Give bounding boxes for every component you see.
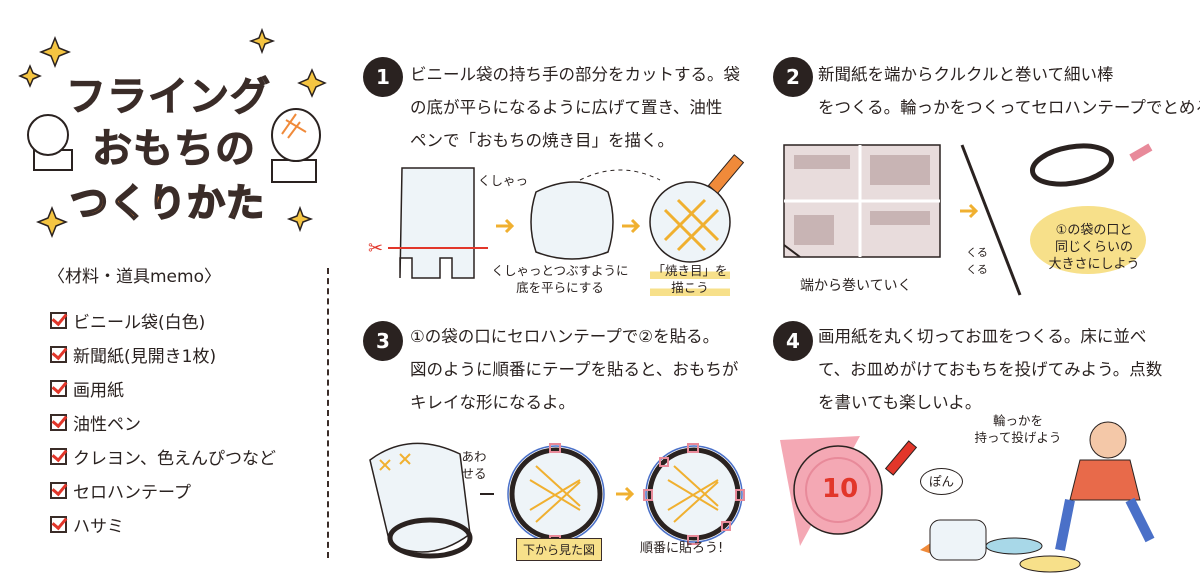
caption-roll: 端から巻いていく [800,278,912,294]
material-label: 画用紙 [73,381,124,401]
caption-line: くしゃっとつぶすように [491,263,629,278]
material-label: セロハンテープ [73,483,191,503]
step-1-text: ビニール袋の持ち手の部分をカットする。袋 の底が平らになるように広げて置き、油性… [410,58,790,157]
caption-bottom-view: 下から見た図 [516,538,603,561]
material-item: ハサミ [50,512,124,537]
caption-throw: 輪っかを 持って投げよう [973,412,1063,446]
material-item: ビニール袋(白色) [50,308,205,333]
material-item: クレヨン、色えんぴつなど [50,444,276,469]
scissors-icon: ✂ [368,238,383,259]
text-line: キレイな形になるよ。 [410,393,575,412]
checkbox-icon [50,346,67,363]
step-number-4: 4 [776,324,810,358]
checkbox-icon [50,312,67,329]
step-number-2: 2 [776,60,810,94]
material-label: クレヨン、色えんぴつなど [73,449,276,469]
text-line: を書いても楽しいよ。 [818,393,982,412]
checkbox-icon [50,482,67,499]
material-label: 油性ペン [73,415,141,435]
text-line: ①の袋の口にセロハンテープで②を貼る。 [410,327,720,346]
plate-score: 10 [822,474,859,504]
caption-line: 持って投げよう [974,430,1062,445]
caption-line: 大きさにしよう [1048,257,1140,272]
text-line: て、お皿めがけておもちを投げてみよう。点数 [818,360,1163,379]
caption-line: 「焼き目」を [650,262,730,279]
caption-line: ①の袋の口と [1055,223,1133,238]
title-line3: つくりかた [69,180,266,226]
material-item: 新聞紙(見開き1枚) [50,342,216,367]
memo-heading: 〈材料・道具memo〉 [48,267,221,287]
step-4-illustration [780,421,1155,573]
text-line: ビニール袋の持ち手の部分をカットする。袋 [410,65,740,84]
checkbox-icon [50,448,67,465]
step-3-text: ①の袋の口にセロハンテープで②を貼る。 図のように順番にテープを貼ると、おもちが… [410,320,790,419]
step-number-3: 3 [366,324,400,358]
caption-line: 底を平らにする [516,280,604,295]
text-line: の底が平らになるように広げて置き、油性 [410,98,723,117]
caption-line: 描こう [650,279,730,296]
material-item: 画用紙 [50,376,124,401]
material-label: 新聞紙(見開き1枚) [73,347,217,367]
caption-crumple: くしゃっ [478,173,529,188]
caption-kurukuru: くるくる [966,246,988,276]
step-number-1: 1 [366,60,400,94]
divider [327,268,329,558]
step-4-text: 画用紙を丸く切ってお皿をつくる。床に並べ て、お皿めがけておもちを投げてみよう。… [818,320,1198,419]
caption-line: 輪っかを [992,413,1043,428]
caption-order: 順番に貼ろう! [640,541,724,556]
sparkle-decoration-icon [18,27,327,239]
caption-draw: 「焼き目」を 描こう [650,262,730,296]
material-item: 油性ペン [50,410,141,435]
title-line1: フライング [66,74,271,121]
step-2-text: 新聞紙を端からクルクルと巻いて細い棒 をつくる。輪っかをつくってセロハンテープで… [818,58,1200,124]
caption-join: あわせる [461,449,487,481]
material-item: セロハンテープ [50,478,191,503]
caption-line: 同じくらいの [1054,240,1133,255]
step-2-illustration [783,143,1153,296]
checkbox-icon [50,414,67,431]
caption-pon: ぽん [920,468,964,495]
text-line: 新聞紙を端からクルクルと巻いて細い棒 [818,65,1114,84]
text-line: 図のように順番にテープを貼ると、おもちが [410,360,739,379]
text-line: をつくる。輪っかをつくってセロハンテープでとめる。 [818,98,1200,117]
text-line: ペンで「おもちの焼き目」を描く。 [410,131,674,150]
mochi-icon [27,108,321,183]
checkbox-icon [50,380,67,397]
checkbox-icon [50,516,67,533]
caption-flatten: くしゃっとつぶすように 底を平らにする [480,262,640,296]
material-label: ビニール袋(白色) [73,313,206,333]
material-label: ハサミ [73,517,124,537]
step-1-illustration: ✂ [368,154,745,279]
text-line: 画用紙を丸く切ってお皿をつくる。床に並べ [818,327,1147,346]
title-line2: おもちの [92,126,256,173]
caption-size: ①の袋の口と 同じくらいの 大きさにしよう [1034,222,1154,273]
